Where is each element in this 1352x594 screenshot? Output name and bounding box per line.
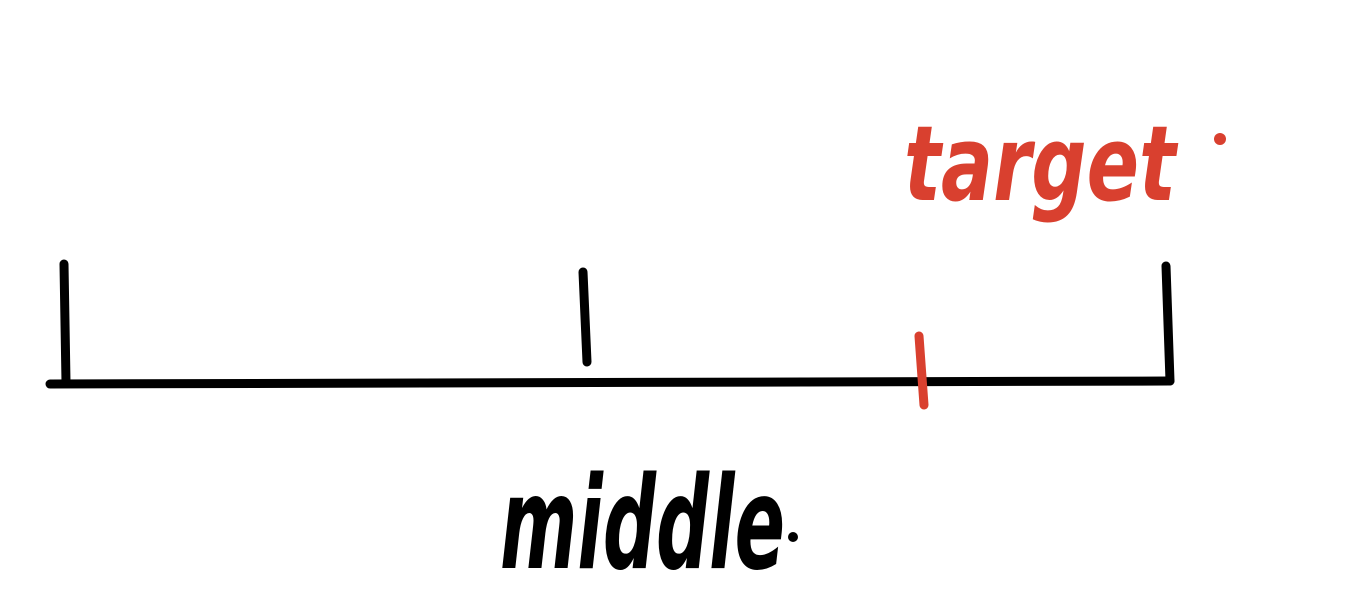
target-tick — [914, 331, 929, 410]
middle-dot — [788, 532, 798, 542]
target-label: target — [904, 103, 1178, 225]
right-end-tick — [1161, 261, 1175, 386]
middle-label: middle — [500, 450, 785, 594]
number-line — [45, 376, 1175, 389]
target-dot — [1214, 133, 1226, 145]
left-end-tick — [59, 259, 71, 387]
middle-tick — [578, 267, 592, 367]
